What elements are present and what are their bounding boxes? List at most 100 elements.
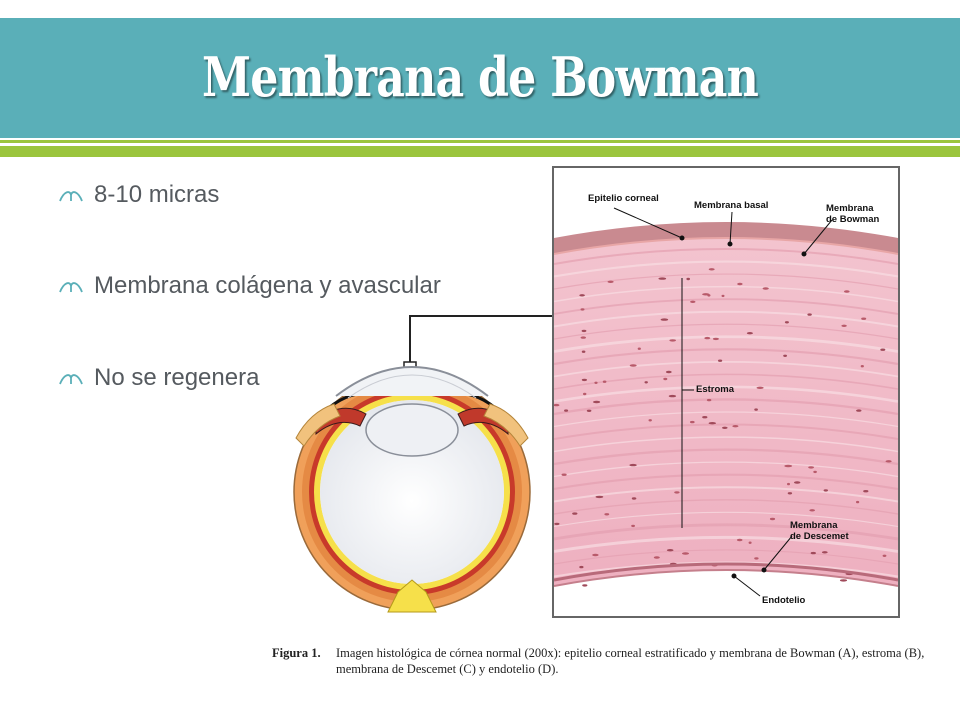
stroma-nucleus <box>702 416 708 419</box>
accent-bar-thick <box>0 146 960 157</box>
optic-nerve <box>387 579 437 613</box>
caption-label: Figura 1. <box>272 646 321 660</box>
stroma-nucleus <box>581 350 586 353</box>
stroma-nucleus <box>718 359 723 362</box>
stroma-nucleus <box>702 293 710 296</box>
stroma-nucleus <box>732 425 739 428</box>
stroma-nucleus <box>783 354 787 357</box>
wing-bullet-icon <box>59 282 83 293</box>
stroma-fiber <box>554 335 898 353</box>
basal-membrane <box>554 237 898 255</box>
lens <box>365 403 459 457</box>
stroma-fiber <box>554 248 898 265</box>
stroma-fiber <box>554 298 898 315</box>
stroma-nucleus <box>844 290 850 293</box>
stroma-nucleus <box>706 398 712 402</box>
label-estroma: Estroma <box>696 384 735 395</box>
stroma-nucleus <box>784 321 789 324</box>
stroma-nucleus <box>769 517 776 521</box>
stroma-nucleus <box>690 420 695 424</box>
stroma-nucleus <box>631 524 635 528</box>
stroma-fiber <box>554 473 898 491</box>
stroma-nucleus <box>856 500 860 504</box>
stroma-nucleus <box>554 522 560 526</box>
label-descemet-2: de Descemet <box>790 531 849 542</box>
stroma-fiber <box>554 499 898 515</box>
stroma-fiber <box>554 411 898 428</box>
stroma-nucleus <box>653 556 660 559</box>
stroma-fiber <box>554 260 898 278</box>
stroma-nucleus <box>665 370 672 374</box>
label-bowman-2: de Bowman <box>826 214 880 225</box>
stroma-fiber <box>554 461 898 478</box>
stroma-nucleus <box>668 394 677 398</box>
stroma-nucleus <box>736 538 743 542</box>
stroma-nucleus <box>644 381 648 384</box>
stroma-fiber <box>554 535 898 553</box>
stroma-nucleus <box>756 386 764 389</box>
stroma-fiber <box>554 310 898 328</box>
stroma-nucleus <box>580 308 585 311</box>
endothelium-layer <box>554 569 898 587</box>
stroma-nucleus <box>593 400 601 404</box>
stroma-nucleus <box>658 277 667 280</box>
histology-panel: Epitelio corneal Membrana basal Membrana… <box>552 166 900 618</box>
stroma-nucleus <box>794 481 801 484</box>
stroma-nucleus <box>787 492 793 495</box>
stroma-nucleus <box>586 409 592 412</box>
stroma-nucleus <box>660 318 669 321</box>
stroma-nucleus <box>880 348 886 351</box>
stroma-fiber <box>554 273 898 290</box>
stroma-nucleus <box>863 490 869 493</box>
stroma-nucleus <box>809 509 815 512</box>
stroma-nucleus <box>682 552 689 555</box>
stroma-nucleus <box>631 497 637 500</box>
stroma-nucleus <box>592 553 599 557</box>
stroma-fiber <box>554 373 898 390</box>
stroma-nucleus <box>554 403 560 407</box>
stroma-nucleus <box>762 287 769 290</box>
stroma-nuclei <box>554 268 892 587</box>
stroma-nucleus <box>721 294 725 298</box>
stroma-nucleus <box>604 513 610 516</box>
stroma-fiber <box>554 385 898 403</box>
stroma-fiber <box>554 549 898 565</box>
stroma-nucleus <box>882 554 887 557</box>
eyeball <box>293 373 531 613</box>
stroma-nucleus <box>663 377 668 381</box>
stroma-nucleus <box>637 347 641 350</box>
stroma-nucleus <box>579 294 585 297</box>
stroma-nucleus <box>561 473 567 476</box>
stroma-nucleus <box>839 579 848 582</box>
stroma-nucleus <box>629 463 637 467</box>
stroma-nucleus <box>712 337 719 341</box>
wing-bullet-icon <box>59 191 83 202</box>
stroma-fiber <box>554 285 898 303</box>
bullet-text: Membrana colágena y avascular <box>94 272 441 299</box>
stroma-nucleus <box>754 408 758 411</box>
stroma-nucleus <box>629 364 637 367</box>
stroma-fiber <box>554 511 898 528</box>
stroma-nucleus <box>572 512 578 515</box>
stroma-nucleus <box>821 551 828 554</box>
stroma-fiber <box>554 436 898 453</box>
stroma-nucleus <box>582 584 588 587</box>
muscle-right <box>483 403 529 447</box>
stroma-nucleus <box>737 282 743 286</box>
stroma-nucleus <box>722 426 728 429</box>
stroma-nucleus <box>704 336 711 340</box>
stroma-nucleus <box>754 557 759 560</box>
stroma-nucleus <box>861 317 867 320</box>
stroma-fiber <box>554 448 898 466</box>
stroma-nucleus <box>708 422 716 425</box>
stroma-nucleus <box>856 409 862 412</box>
muscle-left <box>295 403 341 447</box>
cornea-tissue-section <box>554 207 898 597</box>
stroma-nucleus <box>746 332 753 335</box>
stroma-nucleus <box>708 268 715 271</box>
stroma-nucleus <box>580 336 586 339</box>
cornea <box>335 366 489 397</box>
stroma-nucleus <box>669 339 676 342</box>
stroma-nucleus <box>674 491 680 494</box>
